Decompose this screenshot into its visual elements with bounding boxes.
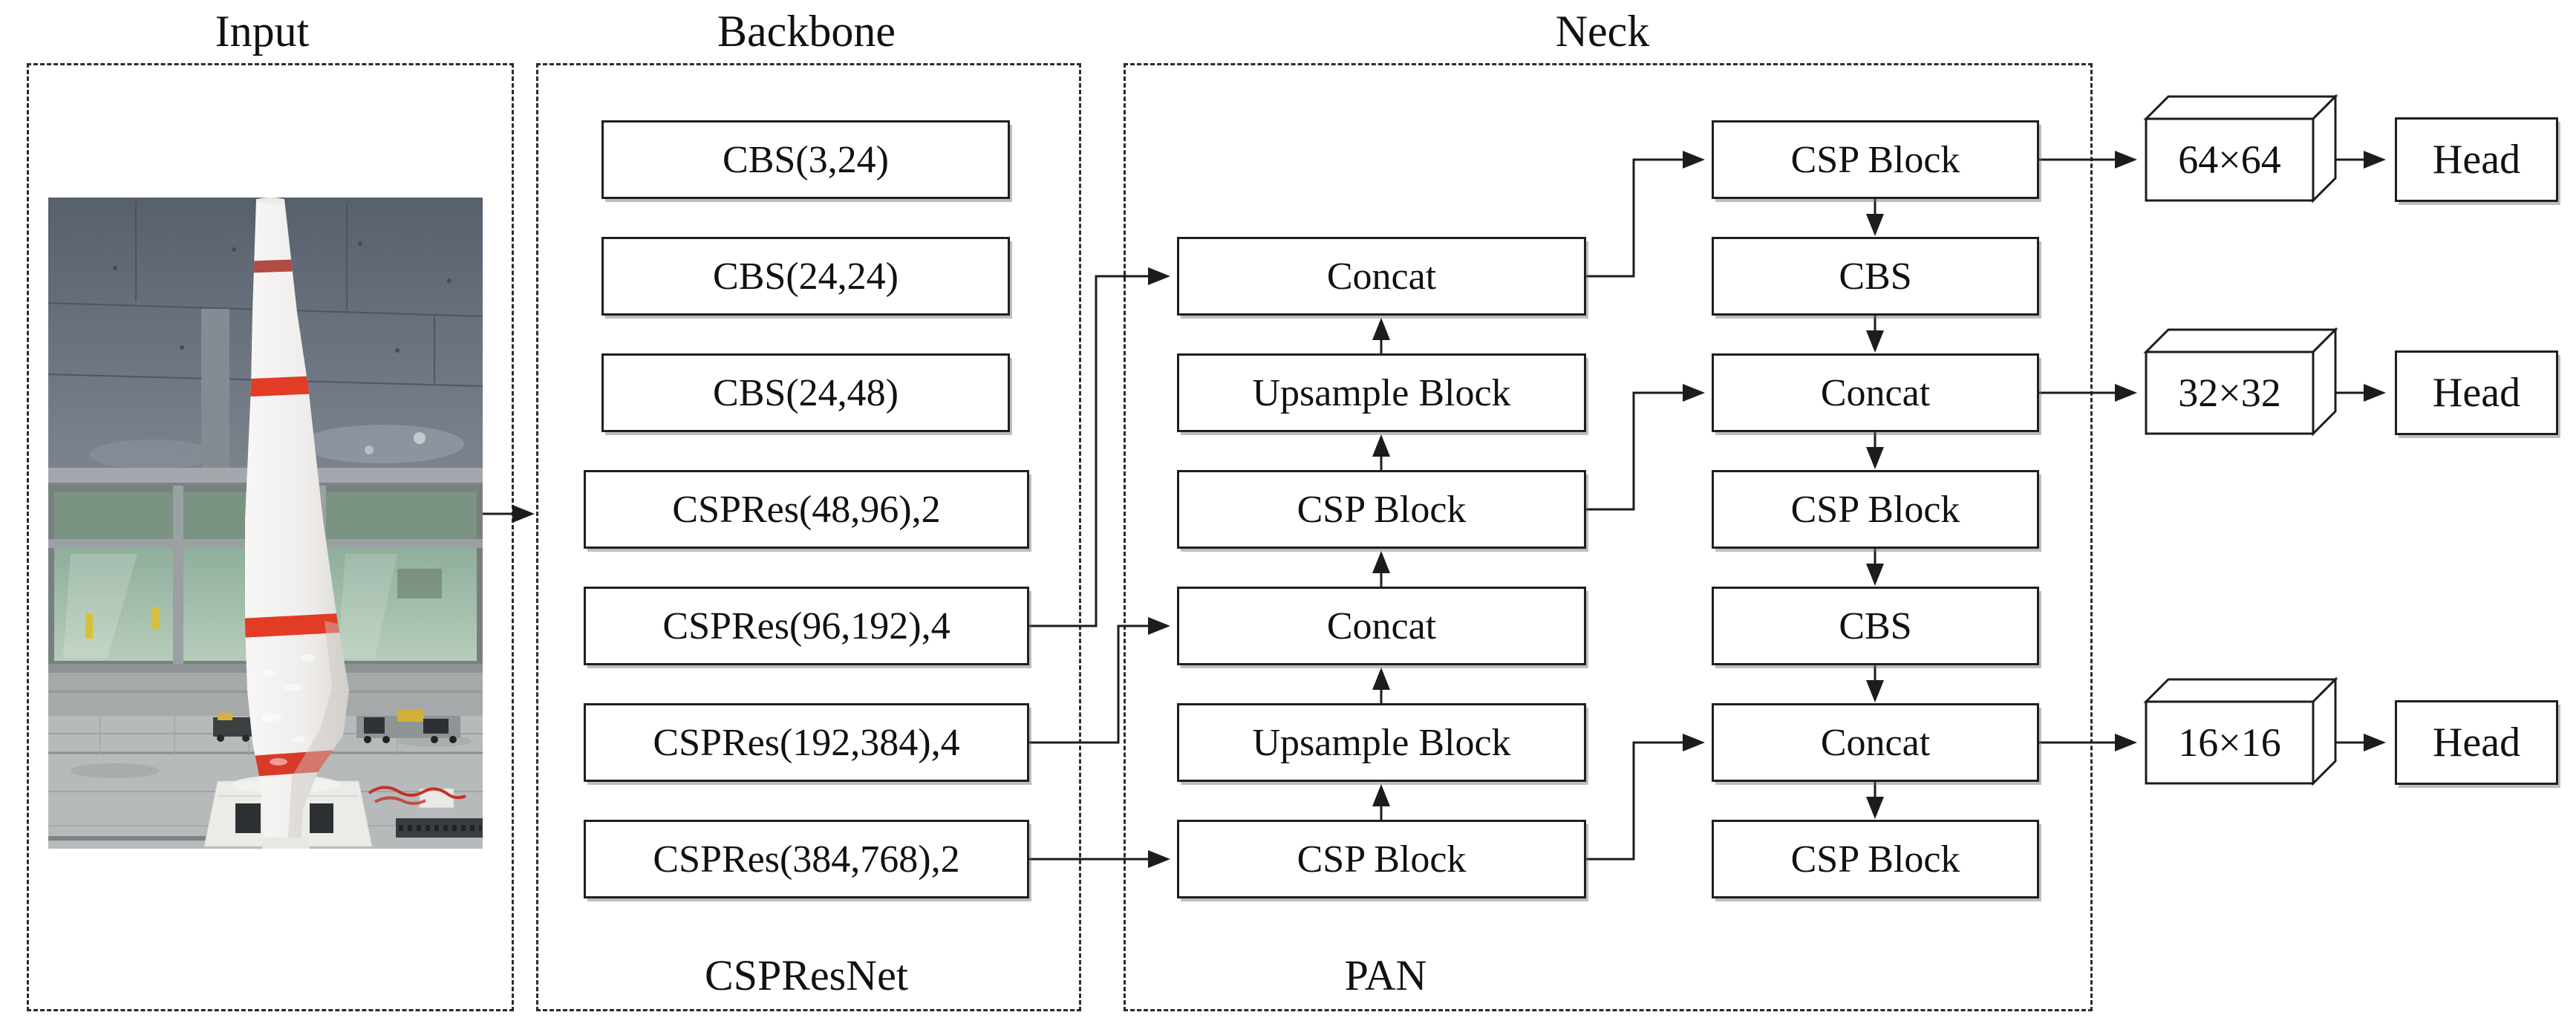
head-box-2: Head [2395, 350, 2558, 435]
head-box-3: Head [2395, 700, 2558, 785]
blade-stripe-3 [245, 612, 349, 639]
photo-cables [368, 786, 466, 809]
backbone-block-cspres3: CSPRes(192,384),4 [584, 703, 1029, 782]
section-label-input: Input [215, 7, 310, 56]
head-box-1: Head [2395, 117, 2558, 202]
section-label-neck: Neck [1555, 7, 1650, 56]
backbone-block-cbs1: CBS(3,24) [601, 120, 1010, 199]
photo-equipment [213, 710, 460, 743]
neck-right-csp-3: CSP Block [1712, 820, 2039, 898]
neck-left-concat-2: Concat [1177, 587, 1586, 665]
photo-pillar [201, 309, 229, 468]
neck-right-csp-2: CSP Block [1712, 470, 2039, 549]
neck-left-concat-1: Concat [1177, 237, 1586, 316]
backbone-block-cspres4: CSPRes(384,768),2 [584, 820, 1029, 898]
neck-right-cbs-2: CBS [1712, 587, 2039, 665]
input-photo [48, 198, 483, 849]
input-group-box [27, 63, 514, 1011]
section-label-backbone: Backbone [717, 7, 896, 56]
backbone-block-cbs2: CBS(24,24) [601, 237, 1010, 316]
neck-right-concat-2: Concat [1712, 703, 2039, 782]
feature-map-32: 32×32 [2178, 371, 2281, 415]
photo-track [396, 818, 483, 838]
feature-map-64: 64×64 [2178, 137, 2281, 182]
neck-left-csp-2: CSP Block [1177, 820, 1586, 898]
neck-right-cbs-1: CBS [1712, 237, 2039, 316]
neck-right-csp-1: CSP Block [1712, 120, 2039, 199]
backbone-block-cspres1: CSPRes(48,96),2 [584, 470, 1029, 549]
backbone-block-cspres2: CSPRes(96,192),4 [584, 587, 1029, 665]
neck-left-csp-1: CSP Block [1177, 470, 1586, 549]
neck-left-upsample-1: Upsample Block [1177, 353, 1586, 432]
backbone-caption: CSPResNet [705, 951, 908, 999]
neck-right-concat-1: Concat [1712, 353, 2039, 432]
neck-caption: PAN [1344, 951, 1427, 999]
feature-map-16: 16×16 [2178, 720, 2281, 765]
neck-left-upsample-2: Upsample Block [1177, 703, 1586, 782]
backbone-block-cbs3: CBS(24,48) [601, 353, 1010, 432]
